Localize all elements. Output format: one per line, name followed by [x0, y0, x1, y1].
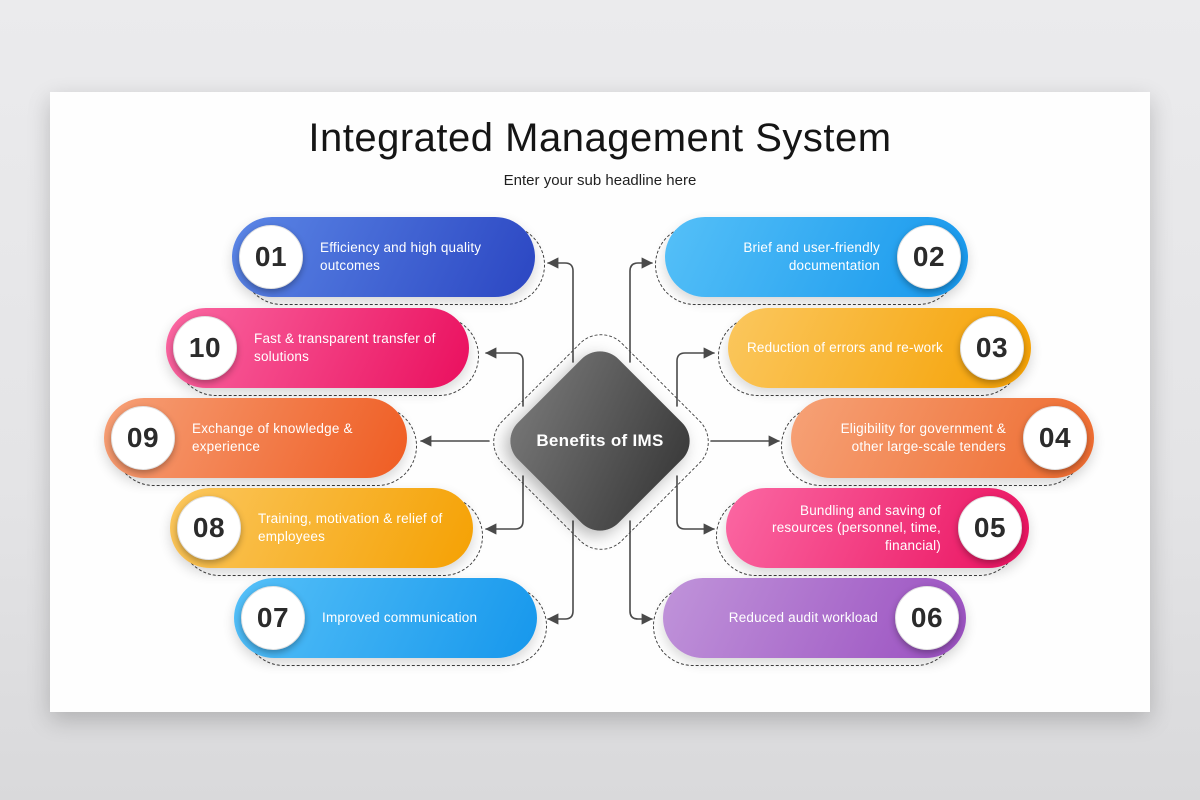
number-badge: 03 [960, 316, 1024, 380]
benefit-pill-01: 01 Efficiency and high quality outcomes [232, 217, 545, 305]
pill-label: Bundling and saving of resources (person… [772, 502, 941, 553]
benefit-pill-06: 06 Reduced audit workload [653, 578, 966, 666]
benefit-pill-09: 09 Exchange of knowledge & experience [104, 398, 417, 486]
pill-label: Improved communication [322, 610, 478, 626]
number-badge: 09 [111, 406, 175, 470]
pill-label: Efficiency and high quality outcomes [320, 240, 482, 273]
benefit-pill-08: 08 Training, motivation & relief of empl… [170, 488, 483, 576]
benefit-pill-05: 05 Bundling and saving of resources (per… [716, 488, 1029, 576]
pill-label: Reduction of errors and re-work [746, 340, 943, 356]
number-badge: 10 [173, 316, 237, 380]
pill-label: Exchange of knowledge & experience [192, 421, 353, 454]
number-badge: 05 [958, 496, 1022, 560]
page-subtitle: Enter your sub headline here [503, 172, 697, 189]
pill-label: Fast & transparent transfer of solutions [254, 331, 436, 364]
benefit-pill-04: 04 Eligibility for government & other la… [781, 398, 1094, 486]
number-badge: 04 [1023, 406, 1087, 470]
pill-label: Training, motivation & relief of employe… [258, 511, 443, 544]
pill-label: Reduced audit workload [728, 610, 878, 626]
number-badge: 06 [895, 586, 959, 650]
benefit-pill-10: 10 Fast & transparent transfer of soluti… [166, 308, 479, 396]
page-title: Integrated Management System [308, 116, 892, 160]
number-badge: 01 [239, 225, 303, 289]
benefit-pill-02: 02 Brief and user-friendly documentation [655, 217, 968, 305]
benefit-pill-07: 07 Improved communication [234, 578, 547, 666]
benefit-pill-03: 03 Reduction of errors and re-work [718, 308, 1031, 396]
pill-label: Eligibility for government & other large… [840, 421, 1006, 454]
pill-label: Brief and user-friendly documentation [743, 240, 880, 273]
number-badge: 07 [241, 586, 305, 650]
number-badge: 02 [897, 225, 961, 289]
number-badge: 08 [177, 496, 241, 560]
